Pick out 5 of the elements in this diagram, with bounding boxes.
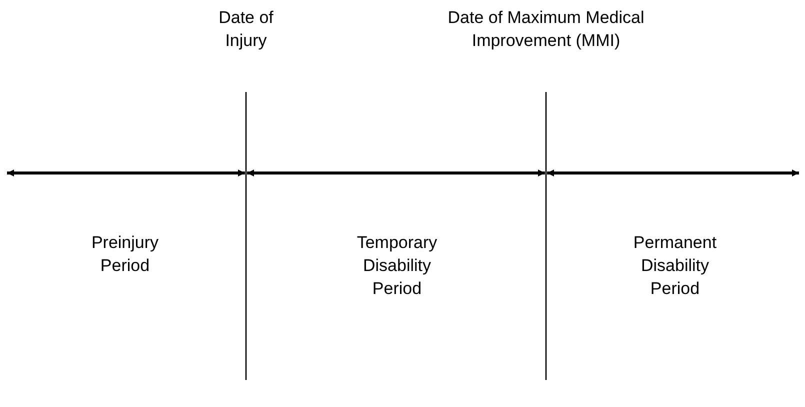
date-label: Date of Injury <box>218 7 274 52</box>
period-label: Preinjury Period <box>90 232 160 277</box>
date-label: Date of Maximum Medical Improvement (MMI) <box>446 7 646 52</box>
period-label: Permanent Disability Period <box>632 232 718 300</box>
period-label: Temporary Disability Period <box>356 232 438 300</box>
